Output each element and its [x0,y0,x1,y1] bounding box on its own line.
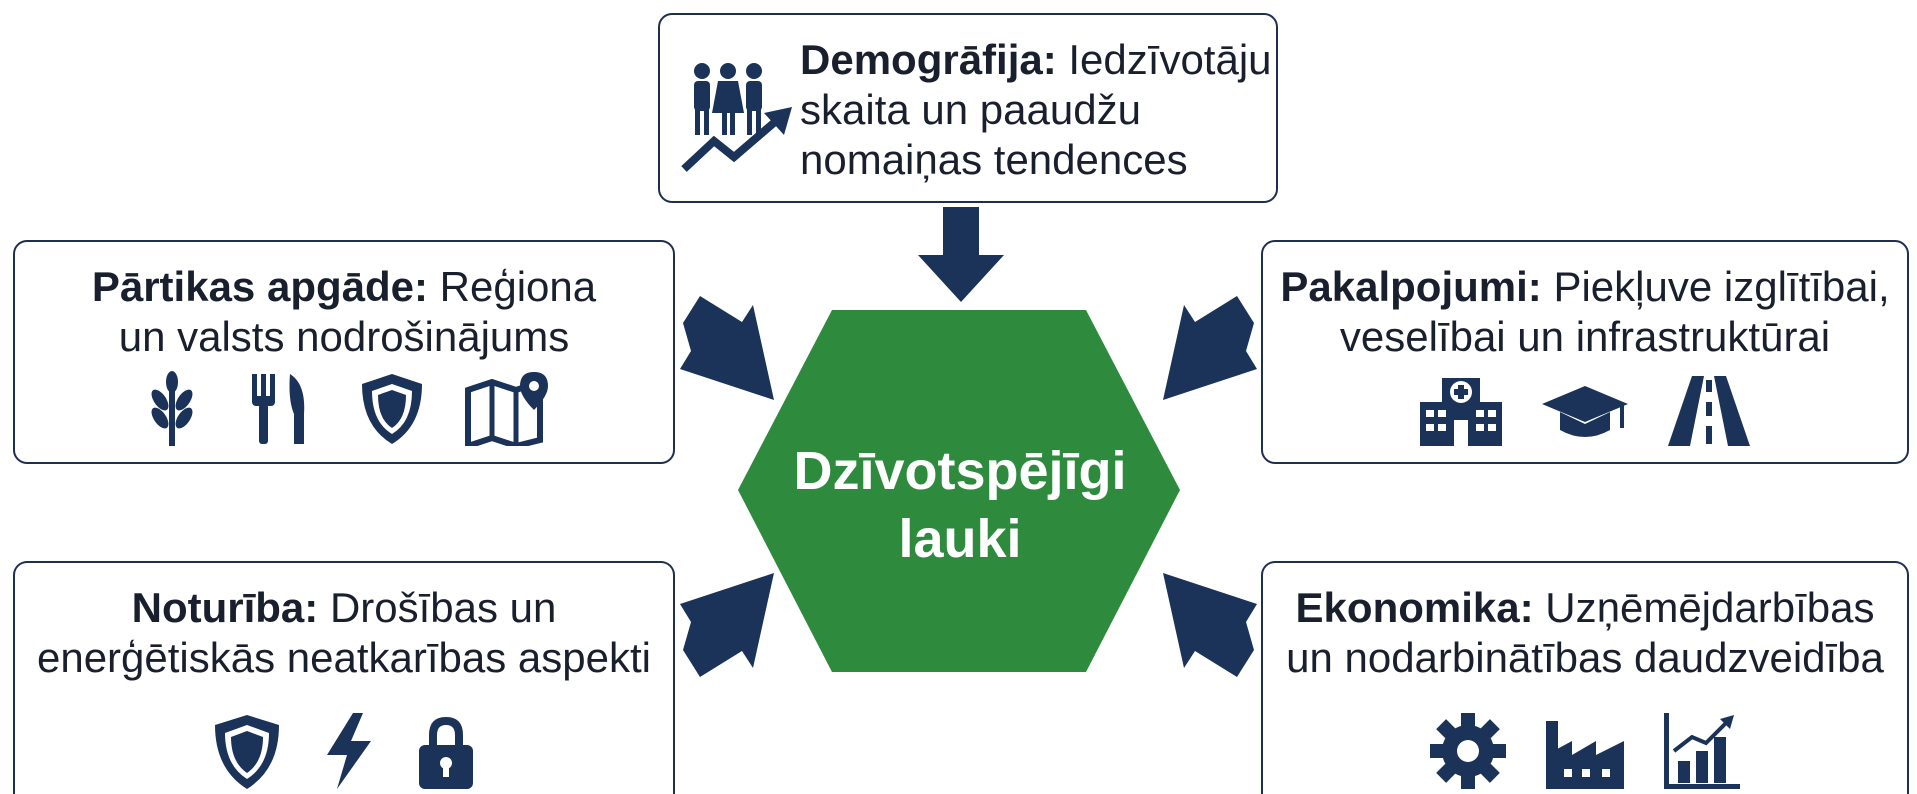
lock-icon [419,717,473,789]
economy-box: Ekonomika: Uzņēmējdarbības un nodarbināt… [1261,561,1909,794]
demography-line2: skaita un paaudžu [800,86,1141,133]
road-icon [1668,376,1750,446]
services-line2: veselībai un infrastruktūrai [1339,313,1831,360]
shield-icon [215,715,279,789]
resilience-line2: enerģētiskās neatkarības aspekti [36,634,652,681]
demography-line3: nomaiņas tendences [800,136,1188,183]
people-growth-icon [681,63,792,172]
demography-title: Demogrāfija: [800,36,1057,83]
gear-icon [1430,713,1506,789]
center-hexagon [738,310,1180,672]
economy-line2: un nodarbinātības daudzveidība [1286,634,1884,681]
map-pin-icon [465,372,548,446]
wheat-icon [151,371,193,446]
resilience-line1: Drošības un [329,584,557,631]
services-title: Pakalpojumi: [1280,263,1542,310]
factory-icon [1546,721,1624,789]
demography-box: Demogrāfija: Iedzīvotāju skaita un paaud… [658,13,1278,203]
hospital-icon [1420,378,1502,446]
arrow-from-economy [1163,573,1257,677]
economy-title: Ekonomika: [1295,584,1534,631]
services-box: Pakalpojumi: Piekļuve izglītībai, veselī… [1261,240,1909,464]
resilience-box: Noturība: Drošības un enerģētiskās neatk… [13,561,675,794]
arrow-from-demography [918,207,1004,302]
center-label: Dzīvotspējīgi lauki [760,437,1160,573]
center-label-line2: lauki [898,509,1022,569]
food-line2: un valsts nodrošinājums [118,313,570,360]
fork-knife-icon [252,374,305,444]
demography-line1: Iedzīvotāju [1068,36,1272,83]
food-title: Pārtikas apgāde: [91,263,428,310]
bar-chart-icon [1664,713,1740,789]
lightning-icon [327,713,371,789]
shield-icon [362,374,422,444]
resilience-title: Noturība: [131,584,319,631]
arrow-from-services [1163,296,1257,400]
food-line1: Reģiona [439,263,597,310]
food-supply-box: Pārtikas apgāde: Reģiona un valsts nodro… [13,240,675,464]
arrow-from-resilience [680,573,774,677]
center-label-line1: Dzīvotspējīgi [793,441,1127,501]
graduation-cap-icon [1542,386,1628,437]
arrow-from-food [680,296,774,400]
services-line1: Piekļuve izglītībai, [1553,263,1890,310]
economy-line1: Uzņēmējdarbības [1545,584,1875,631]
